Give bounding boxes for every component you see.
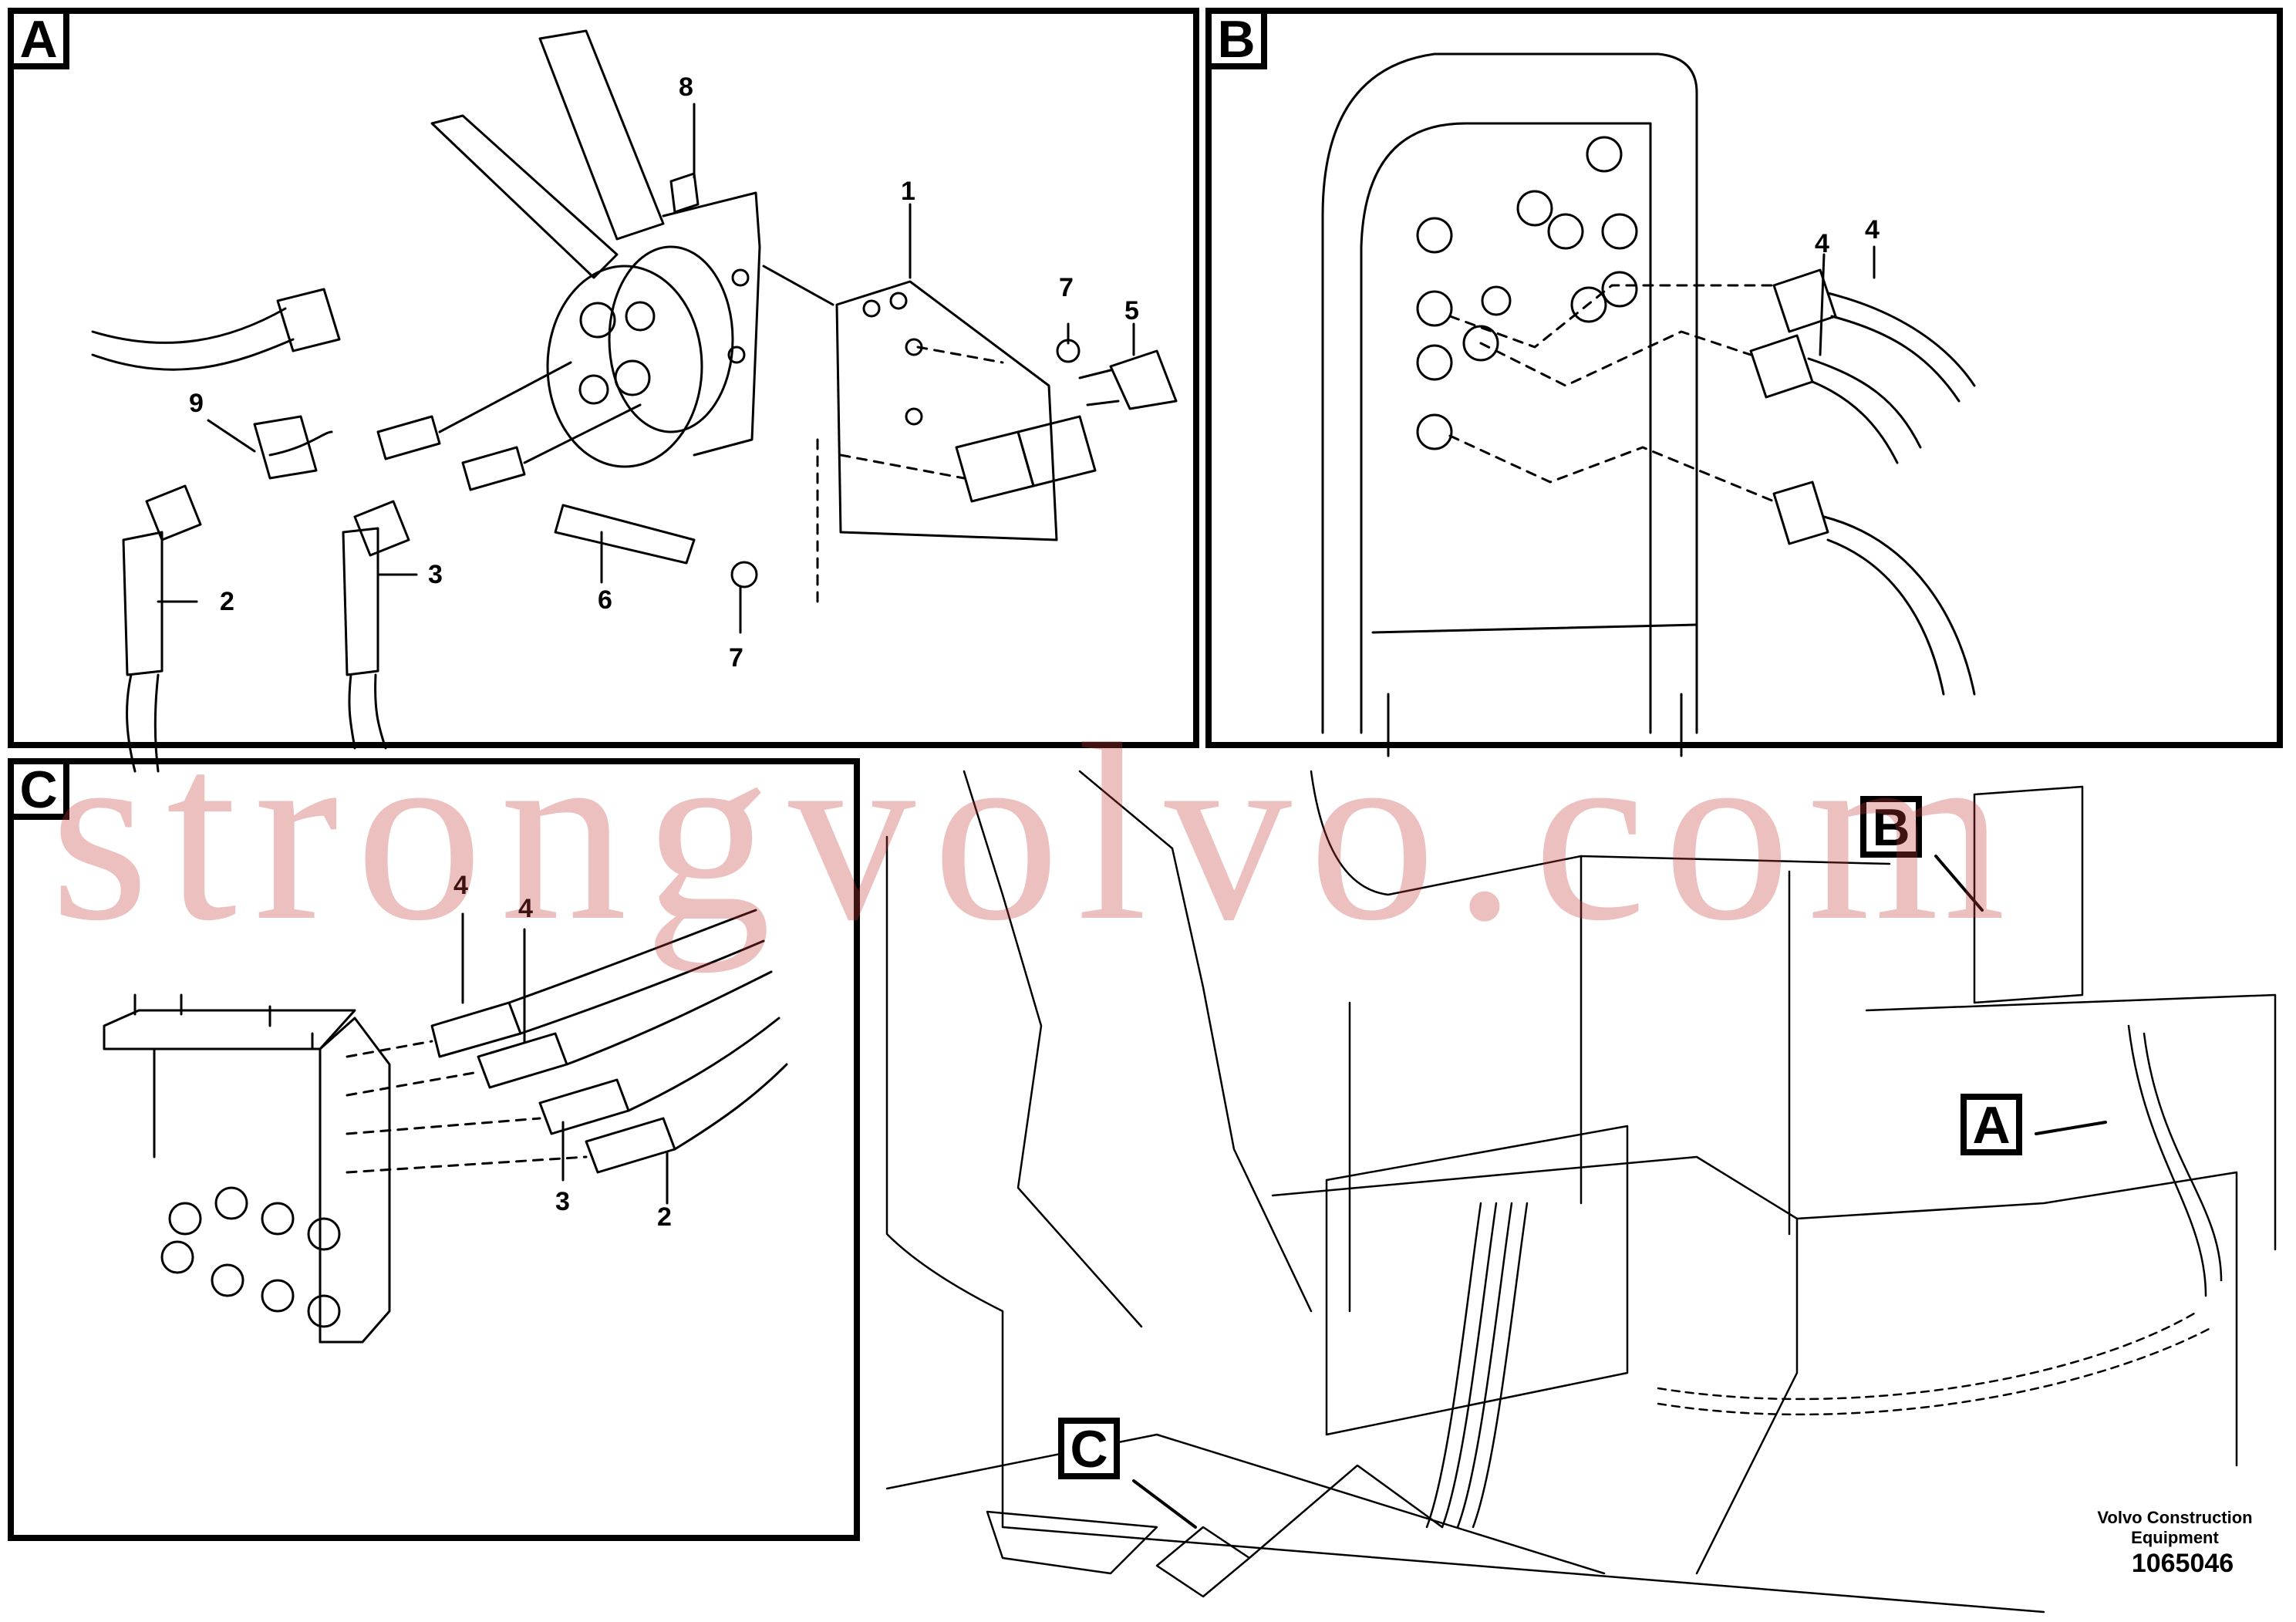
- panel-b-tag: B: [1205, 8, 1267, 69]
- panel-a-tag: A: [8, 8, 69, 69]
- panel-c-tag: C: [8, 758, 69, 820]
- callout-a-8: 8: [679, 73, 693, 102]
- overview-tag-c: C: [1058, 1418, 1120, 1479]
- panel-b-frame: [1205, 8, 2283, 748]
- callout-c-3: 3: [555, 1187, 570, 1216]
- manufacturer-label: Volvo Construction Equipment: [2097, 1508, 2253, 1547]
- overview-tag-b: B: [1860, 796, 1922, 858]
- callout-c-4-right: 4: [518, 894, 533, 923]
- overview-tag-a: A: [1961, 1094, 2022, 1155]
- document-number: 1065046: [2131, 1549, 2234, 1578]
- callout-a-6: 6: [598, 585, 612, 615]
- callout-a-9: 9: [189, 389, 204, 418]
- callout-c-4-left: 4: [453, 871, 468, 900]
- callout-a-1: 1: [901, 177, 915, 206]
- panel-c-art: [103, 909, 788, 1344]
- overview-art: [885, 770, 2277, 1614]
- panel-a-art: [91, 29, 1178, 773]
- panel-b-art: [1321, 52, 1976, 757]
- callout-c-2: 2: [657, 1202, 672, 1232]
- panel-a-frame: [8, 8, 1199, 748]
- callout-a-7-top: 7: [1059, 273, 1074, 302]
- callout-b-4-left: 4: [1815, 229, 1829, 258]
- callout-a-3: 3: [428, 560, 443, 589]
- panel-c-frame: [8, 758, 860, 1541]
- callout-b-4-right: 4: [1865, 215, 1880, 244]
- watermark-text: strongvolvo.com: [50, 692, 2023, 973]
- callout-a-2: 2: [220, 587, 234, 616]
- callout-a-5: 5: [1124, 296, 1139, 325]
- callout-a-7-bottom: 7: [729, 643, 743, 673]
